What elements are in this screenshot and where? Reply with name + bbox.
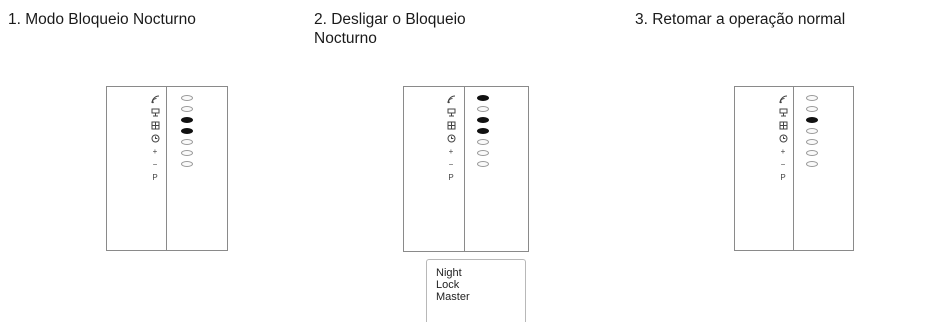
led-indicator-1-off: [806, 95, 818, 101]
step-3-title: 3. Retomar a operação normal: [635, 11, 846, 28]
night-lock-master-note: Night Lock Master: [426, 259, 526, 322]
led-indicator-1-on: [477, 95, 489, 101]
led-indicator-3-on: [477, 117, 489, 123]
led-indicator-7-off: [181, 161, 193, 167]
icon-column: + − P: [777, 95, 789, 186]
wifi-icon: [445, 95, 457, 105]
note-line-night: Night: [436, 267, 462, 279]
note-line-master: Master: [436, 291, 470, 303]
grid-icon: [149, 121, 161, 131]
panel-divider: [793, 87, 794, 250]
led-indicator-2-off: [181, 106, 193, 112]
clock-icon: [149, 134, 161, 144]
led-indicator-5-off: [181, 139, 193, 145]
led-column: [805, 95, 819, 172]
network-icon: [149, 108, 161, 118]
led-indicator-1-off: [181, 95, 193, 101]
plus-icon: +: [780, 147, 786, 156]
icon-column: + − P: [149, 95, 161, 186]
led-indicator-5-off: [806, 139, 818, 145]
network-icon: [777, 108, 789, 118]
icon-column: + − P: [445, 95, 457, 186]
wifi-icon: [777, 95, 789, 105]
p-icon: P: [152, 173, 158, 182]
step-1-panel: + − P: [106, 86, 228, 251]
led-indicator-7-off: [806, 161, 818, 167]
led-indicator-3-on: [806, 117, 818, 123]
led-column: [476, 95, 490, 172]
minus-icon: −: [448, 160, 454, 169]
led-indicator-4-off: [806, 128, 818, 134]
p-icon: P: [780, 173, 786, 182]
led-indicator-6-off: [477, 150, 489, 156]
step-1-title: 1. Modo Bloqueio Nocturno: [8, 11, 196, 28]
network-icon: [445, 108, 457, 118]
led-column: [180, 95, 194, 172]
led-indicator-3-on: [181, 117, 193, 123]
plus-icon: +: [152, 147, 158, 156]
step-2-panel: + − P: [403, 86, 529, 252]
plus-icon: +: [448, 147, 454, 156]
minus-icon: −: [152, 160, 158, 169]
led-indicator-6-off: [181, 150, 193, 156]
panel-divider: [166, 87, 167, 250]
minus-icon: −: [780, 160, 786, 169]
led-indicator-7-off: [477, 161, 489, 167]
grid-icon: [777, 121, 789, 131]
step-3-panel: + − P: [734, 86, 854, 251]
note-line-lock: Lock: [436, 279, 460, 291]
led-indicator-2-off: [806, 106, 818, 112]
clock-icon: [445, 134, 457, 144]
clock-icon: [777, 134, 789, 144]
wifi-icon: [149, 95, 161, 105]
grid-icon: [445, 121, 457, 131]
p-icon: P: [448, 173, 454, 182]
led-indicator-4-on: [181, 128, 193, 134]
step-2-title: 2. Desligar o Bloqueio Nocturno: [314, 11, 466, 47]
led-indicator-5-off: [477, 139, 489, 145]
panel-divider: [464, 87, 465, 251]
led-indicator-4-on: [477, 128, 489, 134]
led-indicator-2-off: [477, 106, 489, 112]
led-indicator-6-off: [806, 150, 818, 156]
